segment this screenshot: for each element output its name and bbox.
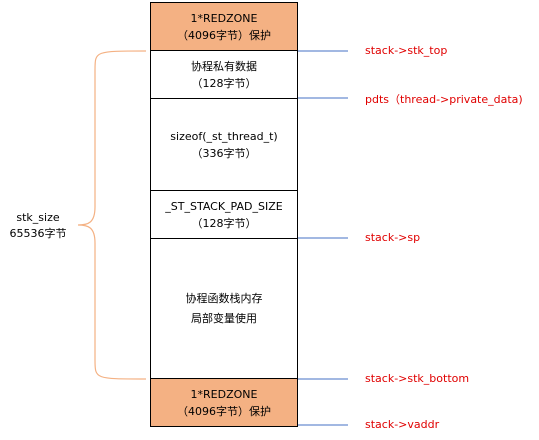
pointer-label-pdts: pdts（thread->private_data)	[365, 93, 523, 106]
redzone-bottom-line-1: 1*REDZONE	[190, 387, 258, 401]
stk-size-value: 65536字节	[9, 227, 67, 240]
function-stack-block: 协程函数栈内存 局部变量使用	[150, 238, 298, 379]
function-stack-line-2: 局部变量使用	[191, 311, 257, 325]
redzone-bottom-line-2: （4096字节）保护	[177, 404, 271, 418]
stk-size-label: stk_size 65536字节	[2, 210, 74, 242]
function-stack-line-1: 协程函数栈内存	[185, 291, 263, 305]
private-data-line-1: 协程私有数据	[191, 59, 257, 73]
pointer-label-stk-bottom: stack->stk_bottom	[365, 372, 470, 385]
private-data-block: 协程私有数据 （128字节）	[150, 50, 298, 99]
redzone-top-line-1: 1*REDZONE	[190, 11, 258, 25]
pointer-label-vaddr: stack->vaddr	[365, 418, 440, 431]
stk-size-brace	[77, 50, 147, 380]
stk-size-name: stk_size	[16, 211, 60, 224]
pointer-label-sp: stack->sp	[365, 231, 421, 244]
stack-pad-line-2: （128字节）	[191, 216, 257, 230]
redzone-bottom-block: 1*REDZONE （4096字节）保护	[150, 378, 298, 427]
thread-struct-line-1: sizeof(_st_thread_t)	[170, 129, 278, 143]
redzone-top-line-2: （4096字节）保护	[177, 28, 271, 42]
pointer-label-stk-top: stack->stk_top	[365, 44, 448, 57]
private-data-line-2: （128字节）	[191, 76, 257, 90]
stack-pad-line-1: _ST_STACK_PAD_SIZE	[165, 199, 283, 213]
stack-pad-block: _ST_STACK_PAD_SIZE （128字节）	[150, 190, 298, 239]
thread-struct-line-2: （336字节）	[191, 146, 257, 160]
thread-struct-block: sizeof(_st_thread_t) （336字节）	[150, 98, 298, 191]
redzone-top-block: 1*REDZONE （4096字节）保护	[150, 2, 298, 51]
